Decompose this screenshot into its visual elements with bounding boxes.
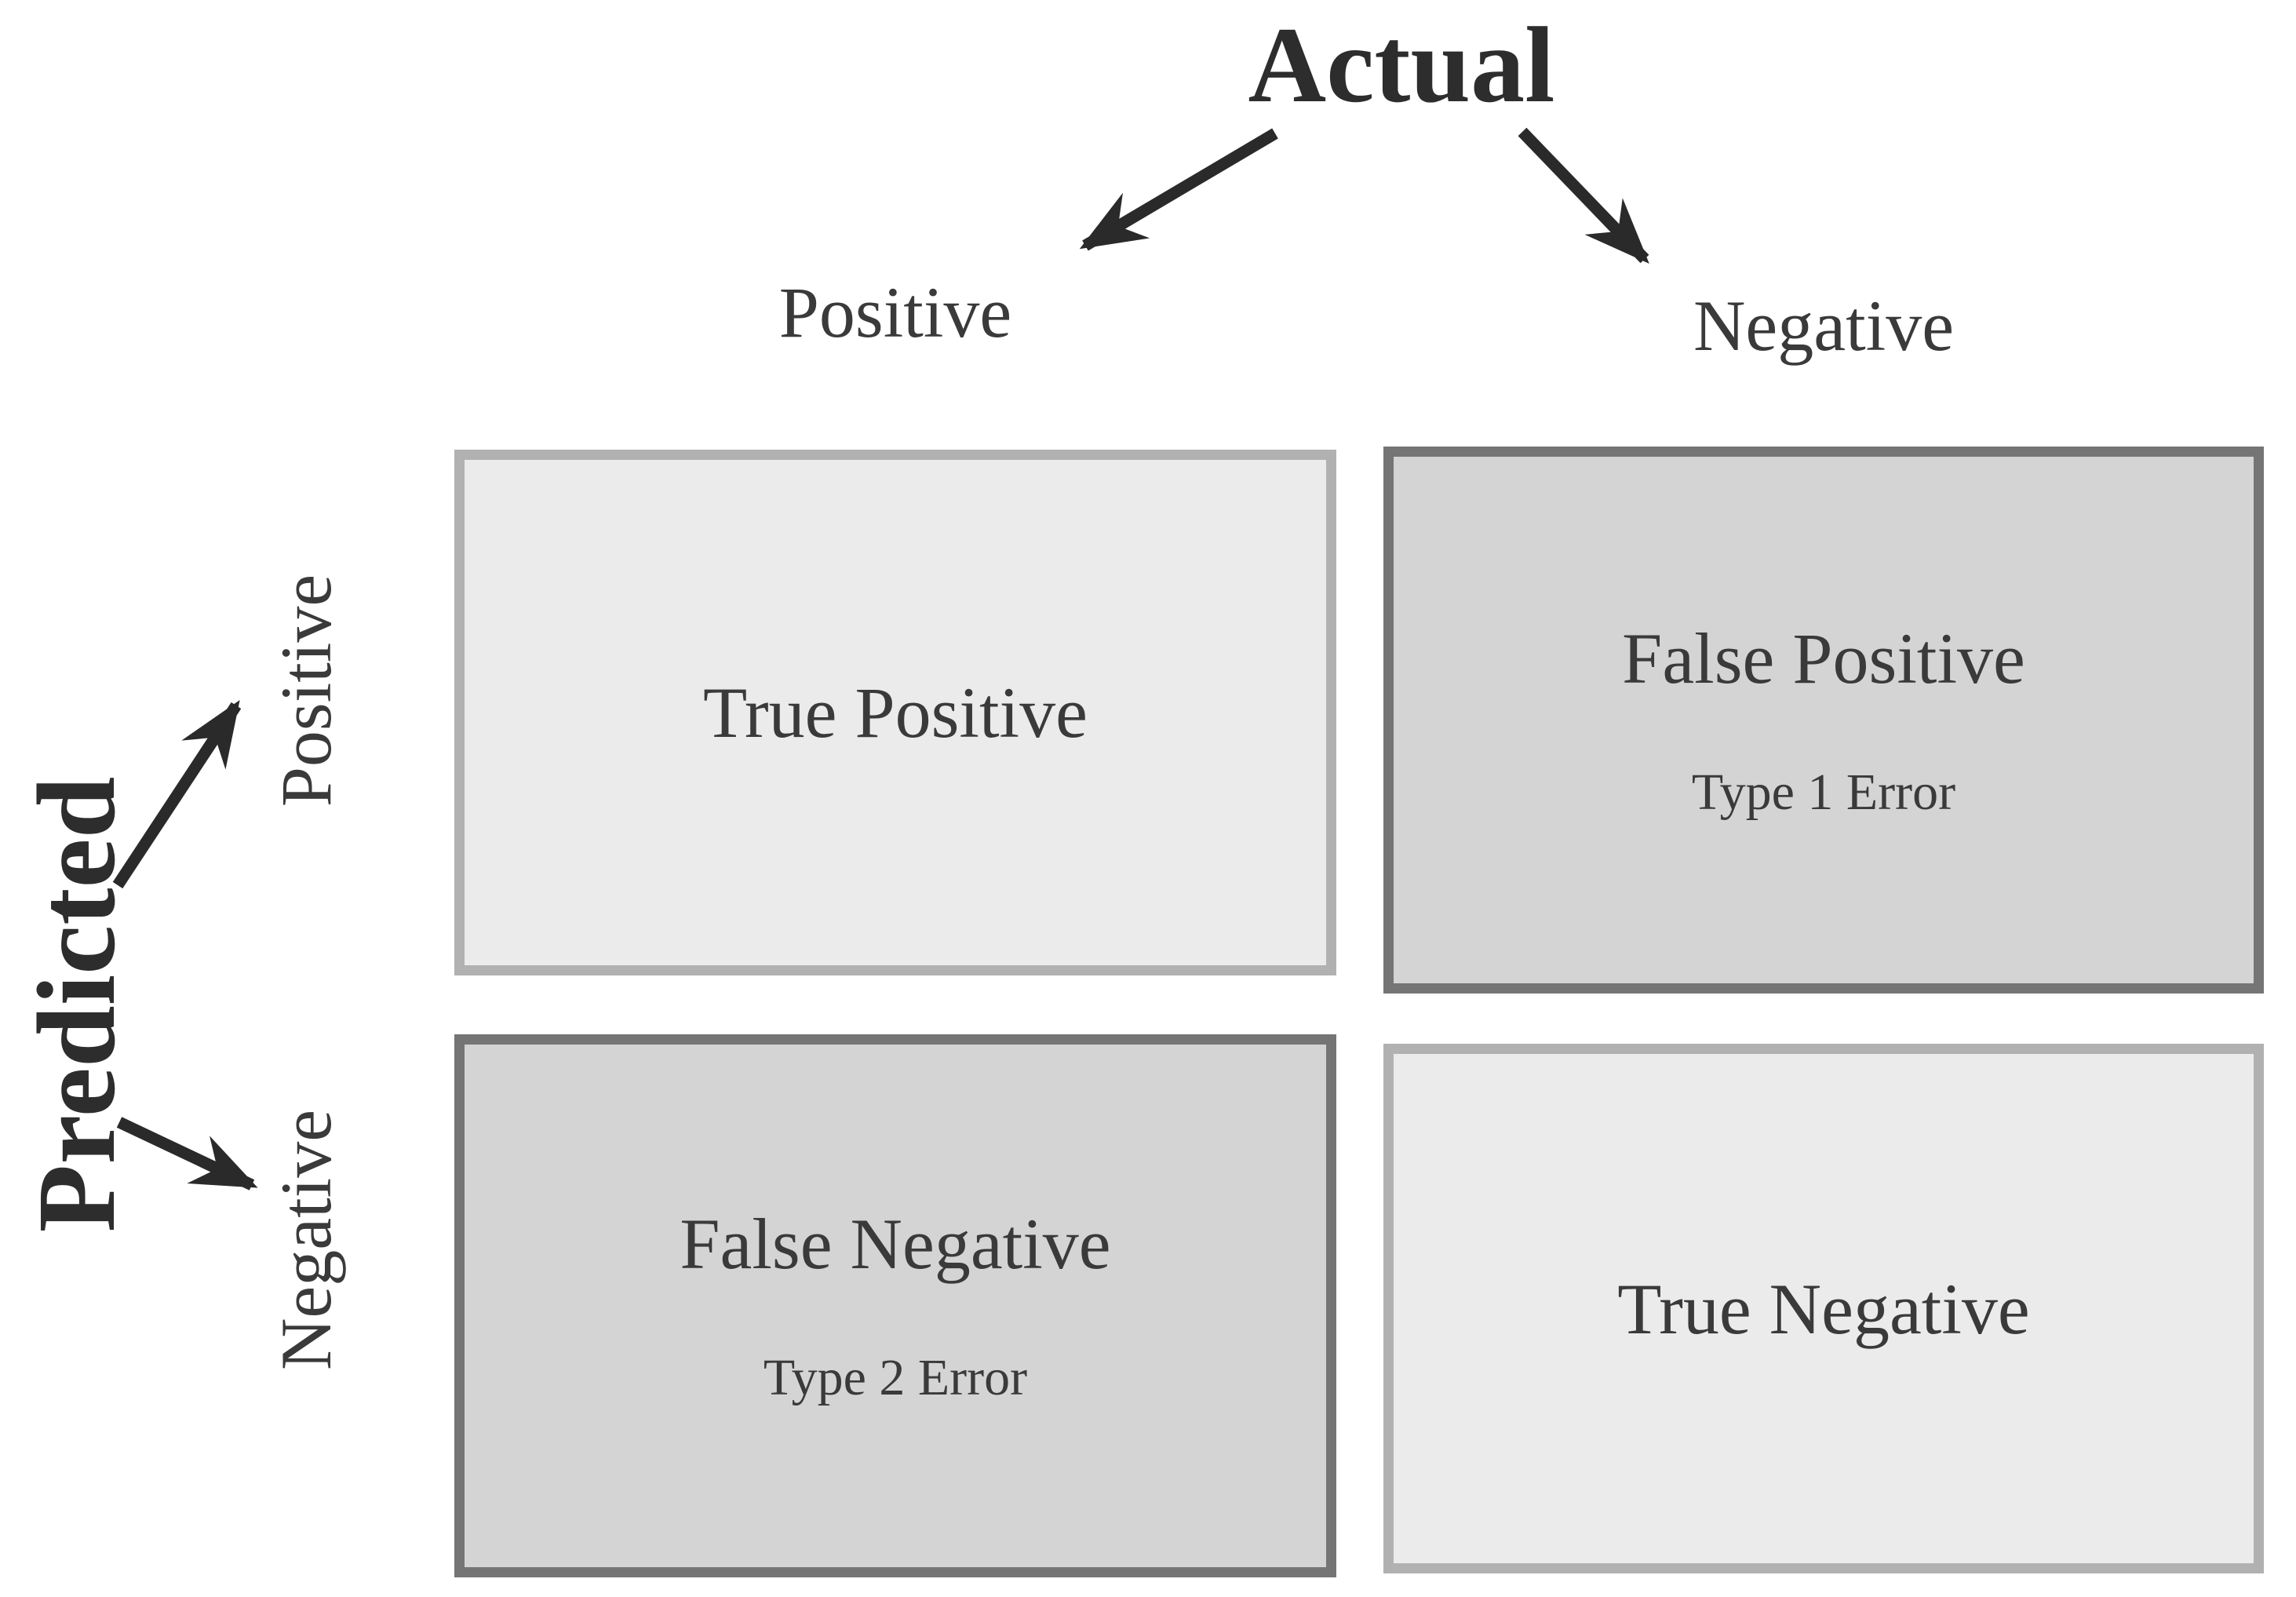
cell-false-positive: False Positive Type 1 Error — [1383, 447, 2264, 994]
predicted-axis-title: Predicted — [14, 776, 138, 1233]
cell-true-positive: True Positive — [454, 450, 1336, 975]
predicted-positive-label: Positive — [266, 574, 346, 808]
actual-to-negative-arrow-icon — [1518, 127, 1649, 264]
actual-positive-label: Positive — [778, 272, 1012, 352]
cell-true-negative: True Negative — [1383, 1044, 2264, 1573]
actual-axis-title: Actual — [1248, 5, 1555, 125]
actual-negative-label: Negative — [1693, 286, 1955, 366]
cell-label: True Negative — [1617, 1268, 2030, 1349]
predicted-negative-label: Negative — [266, 1109, 346, 1371]
cell-false-negative: False Negative Type 2 Error — [454, 1034, 1336, 1577]
cell-label: True Positive — [703, 673, 1088, 753]
cell-sublabel: Type 2 Error — [763, 1349, 1028, 1406]
cell-label: False Positive — [1622, 618, 2025, 698]
cell-label: False Negative — [680, 1204, 1111, 1284]
actual-to-positive-arrow-icon — [1079, 128, 1278, 251]
predicted-to-positive-arrow-icon — [112, 699, 242, 889]
cell-sublabel: Type 1 Error — [1691, 763, 1956, 821]
predicted-to-negative-arrow-icon — [116, 1117, 258, 1190]
